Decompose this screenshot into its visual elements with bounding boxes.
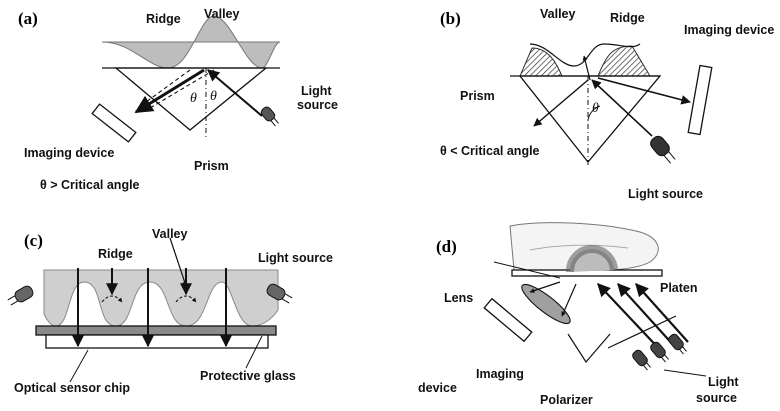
panel-c-protective-glass-leader [245, 335, 263, 369]
panel-b-light-source-label: Light source [628, 187, 703, 201]
panel-b-ridge-contact-left [519, 47, 563, 77]
panel-a-ridge-label: Ridge [146, 12, 181, 26]
panel-b-scattered-ray-up [582, 55, 591, 81]
panel-d-light-label-2: source [696, 391, 737, 405]
panel-d-lens-label: Lens [444, 291, 473, 305]
panel-d-light-label-1: Light [708, 375, 739, 389]
panel-d-lens-leader [493, 261, 561, 279]
panel-c-scatter-arc-2 [175, 295, 197, 303]
panel-c-sensor-chip-leader [69, 349, 89, 383]
panel-d-ray-3 [635, 283, 689, 343]
panel-c-ridge-label: Ridge [98, 247, 133, 261]
panel-a: (a) Ridge Valley θ θ Light source Imagin… [18, 7, 338, 192]
panel-d-polarizer [567, 333, 611, 364]
panel-b-finger-outline [529, 43, 641, 67]
panel-a-dashed-ray [145, 69, 191, 103]
panel-b: (b) Valley Ridge Imaging device Prism θ … [440, 7, 774, 201]
panel-c-protective-glass [35, 325, 277, 336]
panel-d-reflected-ray-1 [529, 281, 561, 293]
panel-b-imaging-device-label: Imaging device [684, 23, 774, 37]
panel-d-finger-crease [529, 244, 629, 251]
panel-b-ridge-contact-right [597, 45, 651, 77]
panel-d-reflected-ray-2 [561, 283, 577, 317]
panel-a-incident-ray [207, 69, 263, 117]
panel-c-light-source-left-icon [7, 285, 34, 306]
panel-a-condition: θ > Critical angle [40, 178, 140, 192]
panel-d-light-source-icon-2 [650, 341, 669, 363]
panel-d-polarizer-label: Polarizer [540, 393, 593, 407]
panel-b-prism [518, 75, 662, 164]
panel-b-theta: θ [592, 101, 599, 116]
panel-c-sensor-chip [45, 334, 269, 349]
panel-a-prism-label: Prism [194, 159, 229, 173]
panel-b-angle-arc [587, 105, 601, 121]
panel-a-theta-left: θ [190, 91, 197, 106]
panel-d-ray-1 [597, 283, 665, 355]
panel-c-valley-label: Valley [152, 227, 187, 241]
panel-d-light-source-icon-1 [632, 349, 651, 371]
panel-c-sensor-chip-label: Optical sensor chip [14, 381, 130, 395]
panel-a-theta-right: θ [210, 89, 217, 104]
panel-a-finger-profile [101, 15, 281, 69]
panel-d-platen-label: Platen [660, 281, 698, 295]
panel-d-light-source-icon-3 [668, 333, 687, 355]
panel-b-prism-label: Prism [460, 89, 495, 103]
panel-b-condition: θ < Critical angle [440, 144, 540, 158]
panel-b-light-source-icon [650, 135, 676, 164]
panel-d-lens [521, 283, 571, 325]
panel-c: (c) Valley Ridge Light source Optical se… [7, 227, 333, 395]
panel-c-light-source-right-icon [266, 283, 293, 304]
panel-d-light-source-leader [663, 369, 707, 377]
panel-a-light-source-icon [260, 106, 279, 127]
panel-b-tag: (b) [440, 9, 461, 28]
panel-b-ridge-label: Ridge [610, 11, 645, 25]
panel-a-imaging-device-plate [91, 103, 137, 143]
panel-c-valley-pointer [169, 237, 187, 287]
panel-c-protective-glass-label: Protective glass [200, 369, 296, 383]
panel-c-light-source-label: Light source [258, 251, 333, 265]
panel-a-light-label-1: Light [301, 84, 332, 98]
panel-b-valley-label: Valley [540, 7, 575, 21]
panel-a-imaging-device-label: Imaging device [24, 146, 114, 160]
panel-c-tag: (c) [24, 231, 43, 250]
panel-d-ray-2 [617, 283, 677, 349]
panel-d: (d) [418, 222, 739, 407]
panel-d-imaging-label: Imaging [476, 367, 524, 381]
panel-a-valley-label: Valley [204, 7, 239, 21]
panel-a-dashed-ray-2 [149, 69, 215, 109]
panel-c-finger-ridges [43, 269, 279, 327]
panel-d-imaging-plate [483, 297, 533, 343]
panel-b-imaging-device-plate [687, 64, 713, 136]
panel-a-light-label-2: source [297, 98, 338, 112]
panel-d-device-label: device [418, 381, 457, 395]
panel-b-scattered-ray-left [533, 79, 589, 127]
panel-d-tag: (d) [436, 237, 457, 256]
panel-b-reflected-ray [597, 77, 691, 105]
panel-b-incident-ray [591, 79, 653, 137]
panel-a-reflected-ray [134, 68, 205, 114]
panel-c-scatter-arc-1 [101, 295, 123, 303]
panel-d-curved-arrow [566, 245, 618, 273]
panel-a-tag: (a) [18, 9, 38, 28]
